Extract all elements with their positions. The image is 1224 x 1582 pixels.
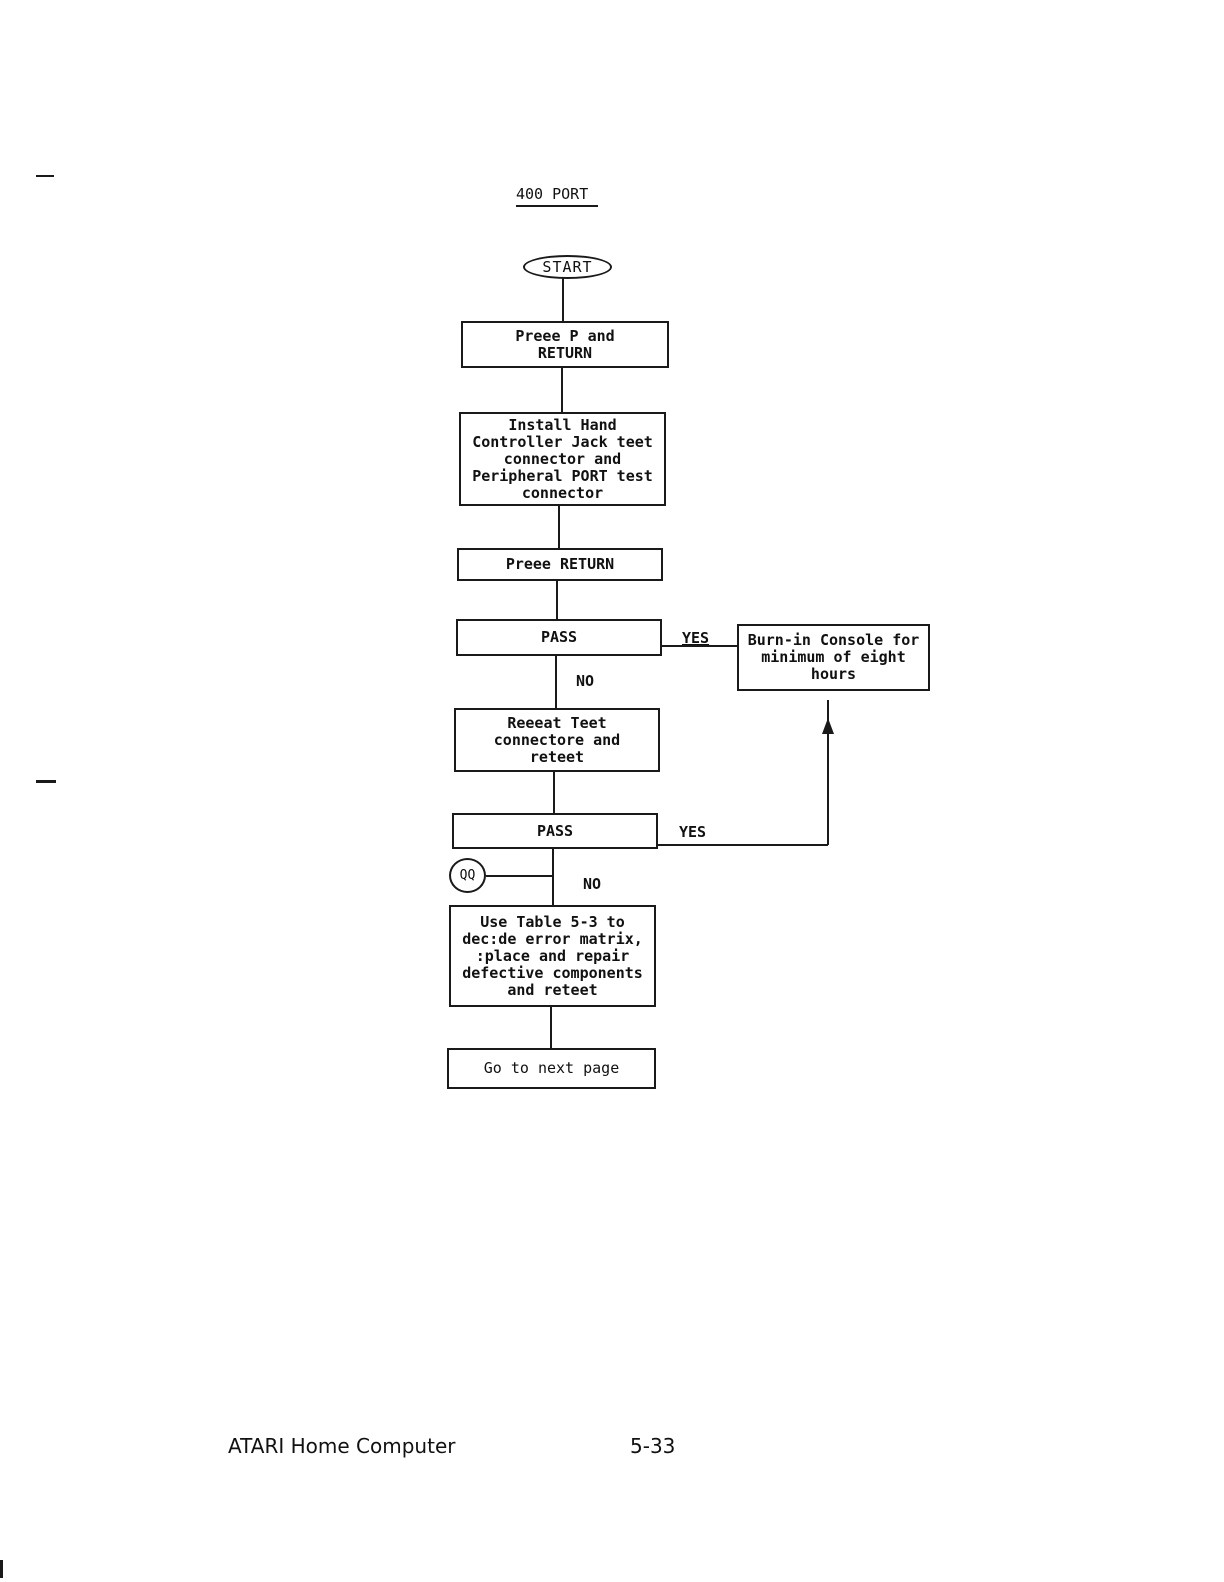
arrowhead-up [822,718,834,734]
step-use-table: Use Table 5-3 to dec:de error matrix, :p… [449,905,656,1007]
start-terminal: START [523,255,612,279]
footer-brand: ATARI Home Computer [228,1434,456,1458]
step-press-p-return: Preee P and RETURN [461,321,669,368]
label-yes-1: YES [682,629,710,647]
step-install-connectors: Install Hand Controller Jack teet connec… [459,412,666,506]
decision-pass-1: PASS [456,619,662,656]
footer-page-number: 5-33 [630,1434,676,1458]
step-go-to-next-page: Go to next page [447,1048,656,1089]
step-reseat-retest: Reeeat Teet connectore and reteet [454,708,660,772]
step-press-return: Preee RETURN [457,548,663,581]
scan-mark-top [36,175,54,177]
label-no-1: NO [576,672,595,690]
label-yes-2: YES [679,823,707,841]
page-title: 400 PORT [516,185,599,207]
scan-mark-middle [36,780,56,783]
scan-mark-bottom [0,1560,3,1578]
label-no-2: NO [583,875,602,893]
connector-qq: QQ [449,858,486,893]
decision-pass-2: PASS [452,813,658,849]
step-burn-in: Burn-in Console for minimum of eight hou… [737,624,930,691]
